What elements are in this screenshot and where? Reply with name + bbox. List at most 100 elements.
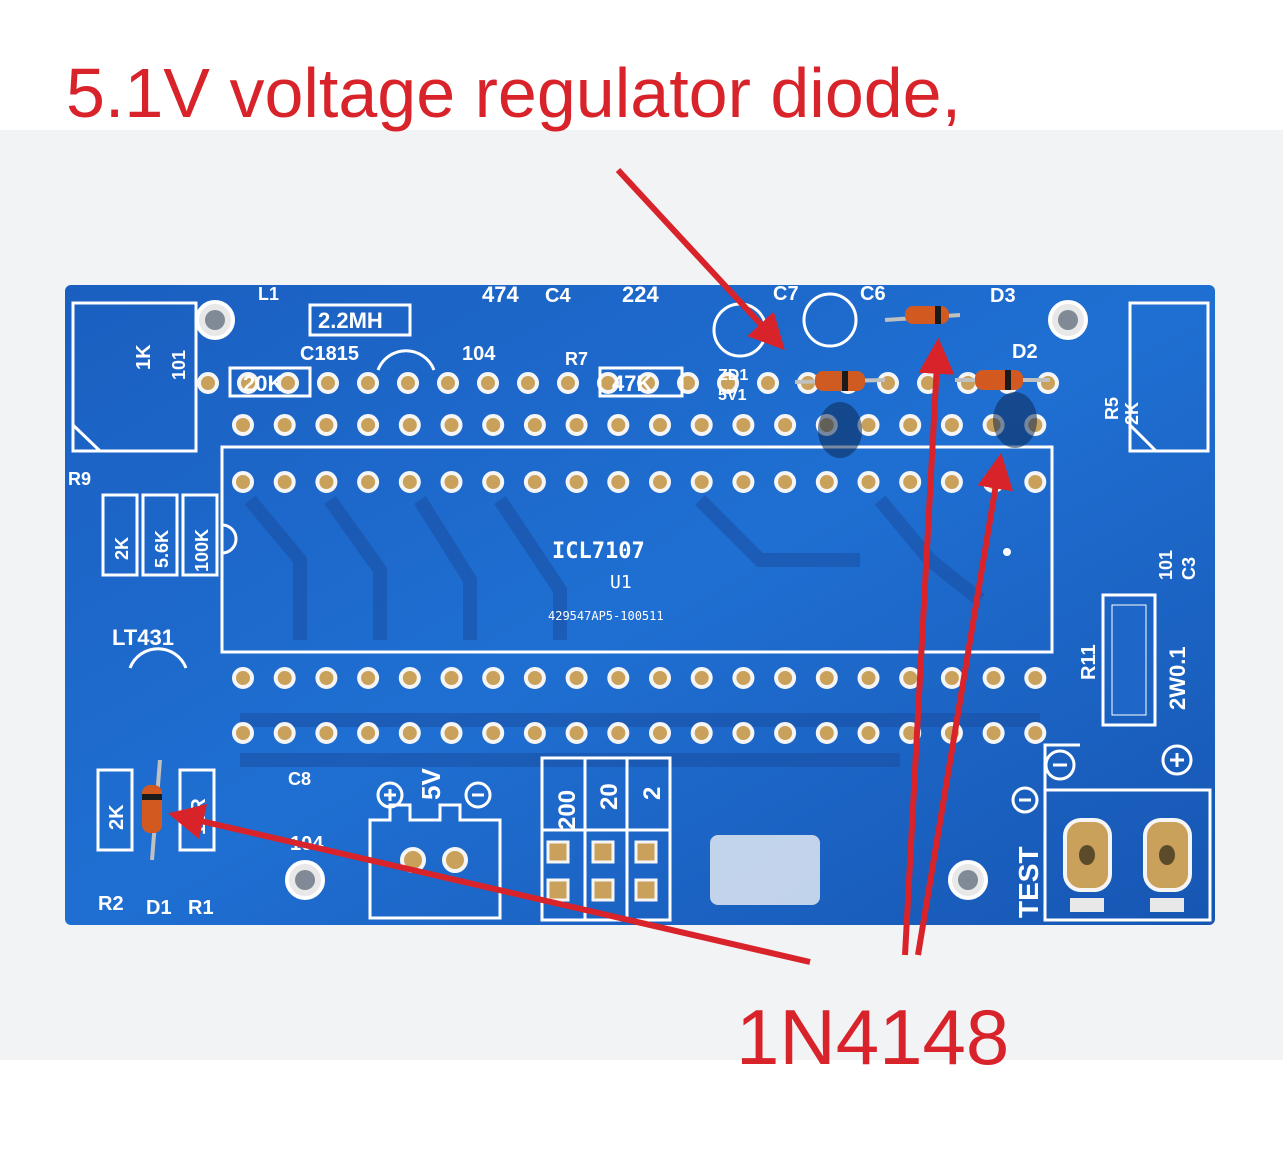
silk-2-2mh: 2.2MH bbox=[318, 308, 383, 333]
solder-pad bbox=[565, 471, 588, 493]
solder-pad bbox=[517, 372, 539, 394]
solder-pad bbox=[815, 722, 838, 744]
solder-pad bbox=[607, 722, 630, 744]
solder-pad bbox=[317, 372, 339, 394]
solder-pad bbox=[565, 667, 588, 689]
silk-c8: C8 bbox=[288, 769, 311, 789]
solder-pad bbox=[957, 372, 979, 394]
solder-pad bbox=[607, 414, 630, 436]
silk-l1: L1 bbox=[258, 284, 279, 304]
arrow-d3 bbox=[902, 337, 955, 956]
arrow-d2 bbox=[915, 452, 1014, 956]
silk-d3: D3 bbox=[990, 285, 1016, 307]
solder-pad bbox=[857, 722, 880, 744]
chip-ref: U1 bbox=[610, 572, 632, 593]
silk-1k: 1K bbox=[133, 344, 155, 370]
silk-r9: R9 bbox=[68, 469, 91, 489]
solder-pad bbox=[607, 471, 630, 493]
solder-pad bbox=[273, 722, 296, 744]
solder-pad bbox=[1037, 372, 1059, 394]
silk-lt431: LT431 bbox=[112, 625, 174, 650]
solder-pad bbox=[440, 471, 463, 493]
solder-pad bbox=[982, 722, 1005, 744]
silk-2k-bottom: 2K bbox=[106, 804, 128, 830]
solder-pad bbox=[637, 372, 659, 394]
solder-pad bbox=[557, 372, 579, 394]
solder-pad bbox=[1024, 471, 1047, 493]
solder-pad bbox=[857, 414, 880, 436]
silk-r7: R7 bbox=[565, 349, 588, 369]
arrow-zener bbox=[615, 167, 785, 351]
solder-pad bbox=[899, 471, 922, 493]
solder-pad bbox=[398, 471, 421, 493]
solder-pad bbox=[877, 372, 899, 394]
silk-c7: C7 bbox=[773, 283, 799, 305]
solder-pad bbox=[1024, 667, 1047, 689]
solder-pad bbox=[315, 414, 338, 436]
silk-c6: C6 bbox=[860, 283, 886, 305]
solder-pad bbox=[774, 471, 797, 493]
solder-pad bbox=[774, 667, 797, 689]
headline-label: 5.1V voltage regulator diode, bbox=[66, 54, 962, 132]
silk-200: 200 bbox=[554, 790, 581, 830]
solder-pad bbox=[477, 372, 499, 394]
silk-5v: 5V bbox=[416, 768, 446, 800]
solder-pad bbox=[315, 471, 338, 493]
solder-pad bbox=[232, 722, 254, 744]
solder-pad bbox=[277, 372, 299, 394]
solder-pad bbox=[649, 414, 671, 436]
silk-100k: 100K bbox=[192, 529, 212, 572]
silk-104: 104 bbox=[462, 343, 496, 365]
pcb-board: L1 2.2MH 474 C4 224 C7 C6 D3 C1815 104 R… bbox=[65, 282, 1215, 925]
solder-pad bbox=[732, 414, 755, 436]
solder-pad bbox=[899, 667, 922, 689]
arrow-d1 bbox=[167, 803, 811, 965]
solder-pad bbox=[899, 414, 922, 436]
part-number-label: 1N4148 bbox=[736, 993, 1010, 1081]
diode-d2 bbox=[955, 370, 1050, 390]
solder-pad bbox=[940, 414, 963, 436]
silk-2: 2 bbox=[639, 787, 666, 800]
solder-pad bbox=[690, 414, 713, 436]
solder-pad bbox=[397, 372, 419, 394]
solder-pad bbox=[774, 414, 797, 436]
silk-r2: R2 bbox=[98, 893, 124, 915]
silk-47k: 47K bbox=[612, 371, 652, 396]
silk-101-right: 101 bbox=[1156, 550, 1176, 580]
chip-name: ICL7107 bbox=[552, 539, 645, 564]
solder-pad bbox=[523, 667, 546, 689]
chip-code: 429547AP5-100511 bbox=[548, 609, 664, 623]
solder-pad bbox=[940, 667, 963, 689]
solder-pad bbox=[273, 414, 296, 436]
silk-c3: C3 bbox=[1179, 557, 1199, 580]
solder-pad bbox=[523, 471, 546, 493]
solder-pad bbox=[482, 722, 505, 744]
diode-d3 bbox=[884, 306, 961, 324]
solder-pad bbox=[482, 471, 505, 493]
silk-r1: R1 bbox=[188, 897, 214, 919]
solder-pad bbox=[232, 471, 254, 493]
solder-pad bbox=[732, 667, 755, 689]
silk-5-6k: 5.6K bbox=[152, 530, 172, 568]
solder-pad bbox=[482, 667, 505, 689]
solder-pad bbox=[649, 722, 671, 744]
solder-pad bbox=[315, 667, 338, 689]
silk-test: TEST bbox=[1013, 846, 1044, 918]
solder-pad bbox=[232, 667, 254, 689]
silk-2k: 2K bbox=[112, 537, 132, 560]
silk-zd1: ZD1 bbox=[718, 367, 748, 384]
solder-pad bbox=[357, 414, 380, 436]
solder-pad bbox=[398, 667, 421, 689]
solder-pad bbox=[315, 722, 338, 744]
solder-pad bbox=[273, 667, 296, 689]
solder-pad bbox=[607, 667, 630, 689]
solder-pad bbox=[717, 372, 739, 394]
solder-pad bbox=[857, 471, 880, 493]
solder-pad bbox=[273, 471, 296, 493]
ic-outline bbox=[220, 445, 1054, 654]
solder-pad bbox=[815, 667, 838, 689]
solder-pad bbox=[757, 372, 779, 394]
silk-c4: C4 bbox=[545, 285, 571, 307]
solder-pad bbox=[440, 414, 463, 436]
